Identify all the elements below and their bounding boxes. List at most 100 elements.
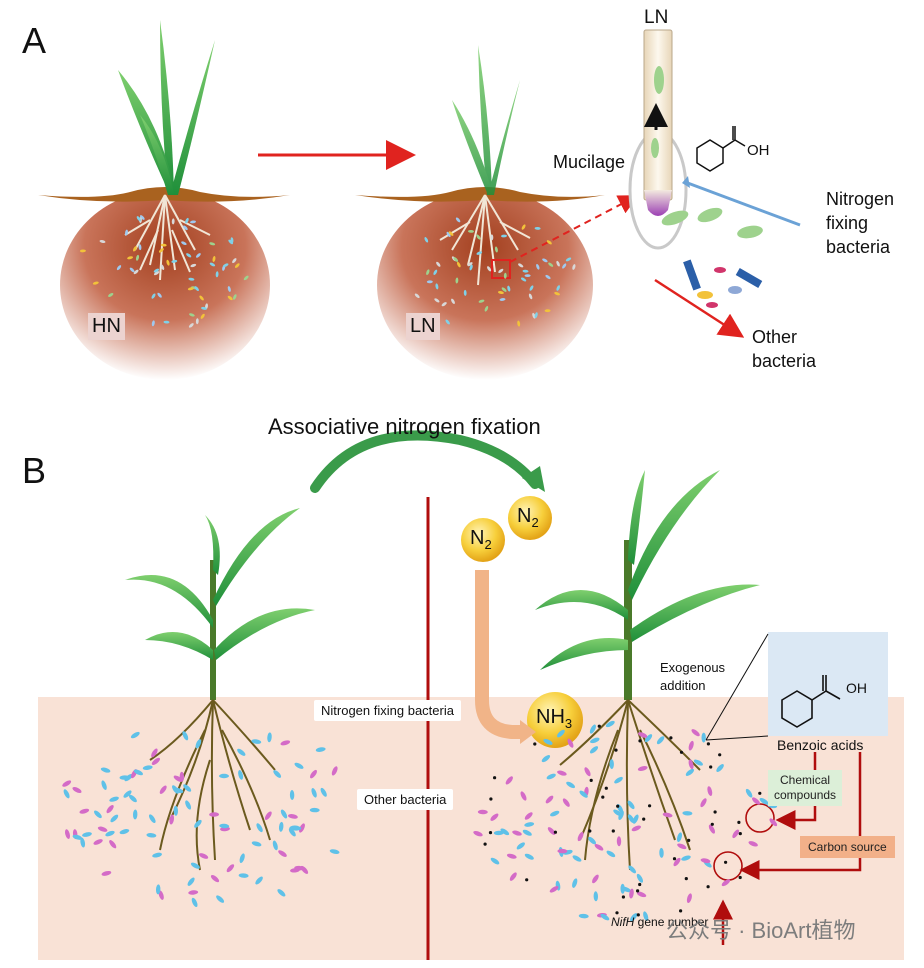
molecule-dot: [758, 791, 762, 795]
bacterium: [556, 729, 565, 738]
molecule-dot: [737, 820, 741, 825]
bacterium: [148, 814, 156, 824]
bacterium: [188, 323, 194, 328]
bacterium: [424, 237, 429, 243]
bacterium: [542, 258, 548, 263]
bacterium: [289, 790, 295, 800]
bacterium: [255, 876, 263, 885]
bacterium: [158, 890, 164, 900]
bacterium: [546, 773, 556, 780]
panel-a-right-pot: [355, 45, 639, 380]
bacterium: [545, 795, 554, 804]
bacterium: [556, 260, 560, 267]
bacterium: [123, 790, 132, 798]
bacterium: [280, 809, 288, 819]
bacterium: [600, 913, 610, 921]
bacterium: [227, 286, 231, 292]
bacterium: [590, 737, 600, 744]
watermark: 公众号 · BioArt植物: [666, 918, 856, 943]
chemical-line-1: Chemical: [780, 773, 831, 787]
bacterium: [751, 797, 761, 805]
bacterium: [63, 789, 70, 799]
bacterium: [173, 805, 179, 816]
other-bacteria-label-1: Other: [752, 327, 798, 347]
bacterium: [436, 261, 441, 267]
exogenous-label-2: addition: [660, 678, 706, 693]
bacterium: [685, 768, 695, 776]
bacterium: [631, 825, 641, 832]
bacterium: [105, 830, 115, 837]
other-bacteria-cluster: [683, 259, 763, 308]
bacterium: [621, 886, 632, 893]
bacterium: [158, 248, 164, 253]
bacterium: [290, 868, 300, 873]
bacterium: [469, 264, 473, 271]
panel-a-root-tube: [628, 29, 801, 338]
mucilage-label: Mucilage: [553, 152, 626, 172]
nfb-label-1: Nitrogen: [826, 189, 895, 209]
bacterium: [101, 780, 107, 790]
bacterium: [238, 770, 244, 780]
bacterium: [628, 865, 637, 874]
bacterium: [468, 229, 474, 233]
bacterium: [185, 800, 192, 810]
molecule-dot: [483, 842, 487, 846]
molecule-dot: [709, 765, 713, 769]
n2-bubble-2: [508, 496, 552, 540]
bacterium: [478, 299, 485, 303]
bacterium: [448, 231, 454, 236]
bacterium: [151, 320, 155, 327]
bacterium: [524, 274, 531, 277]
molecule-dot: [638, 882, 642, 887]
molecule-dot: [621, 895, 626, 899]
bacterium: [618, 810, 624, 821]
bacterium: [629, 888, 634, 899]
bacterium: [320, 787, 327, 797]
bacterium: [501, 234, 507, 238]
bacterium: [688, 759, 694, 770]
bacterium: [490, 234, 494, 241]
chemical-compounds-box: Chemical compounds: [768, 770, 843, 806]
bacterium: [273, 770, 282, 778]
bacterium: [681, 855, 691, 861]
bacterium: [153, 268, 160, 273]
bacterium: [701, 732, 706, 743]
bacterium: [152, 852, 162, 858]
bacterium: [116, 265, 122, 271]
bacterium: [226, 864, 235, 873]
molecule-dot: [724, 860, 728, 864]
bacterium: [199, 295, 204, 301]
molecule-dot: [679, 750, 684, 754]
bacterium: [198, 853, 209, 859]
bacterium: [434, 298, 440, 303]
bacterium: [592, 874, 599, 884]
molecule-dot: [636, 889, 640, 893]
bacterium: [572, 855, 582, 862]
bacterium: [80, 837, 86, 848]
bacterium: [151, 757, 161, 765]
bacterium: [529, 285, 534, 291]
bacterium: [456, 261, 461, 268]
bacterium: [278, 821, 284, 832]
bacterium: [541, 755, 551, 763]
panel-b-title: Associative nitrogen fixation: [268, 414, 541, 439]
bacterium: [636, 891, 647, 898]
bacterium: [567, 738, 574, 748]
bacterium: [577, 831, 584, 842]
nh3-bubble: [527, 692, 583, 748]
panel-b-letter: B: [22, 450, 47, 491]
bacterium: [243, 275, 249, 281]
bacterium: [160, 264, 165, 270]
bacterium: [414, 293, 420, 299]
bacterium: [251, 739, 262, 744]
bacterium: [190, 220, 196, 224]
benzoic-structure-a: [696, 126, 746, 172]
molecule-dot: [687, 838, 691, 843]
bacterium: [566, 781, 576, 789]
tube-label-ln: LN: [644, 7, 669, 28]
molecule-dot: [706, 742, 711, 746]
bacterium: [289, 825, 300, 830]
bacterium: [216, 895, 225, 903]
bacterium: [194, 819, 202, 828]
bacterium: [524, 853, 534, 860]
